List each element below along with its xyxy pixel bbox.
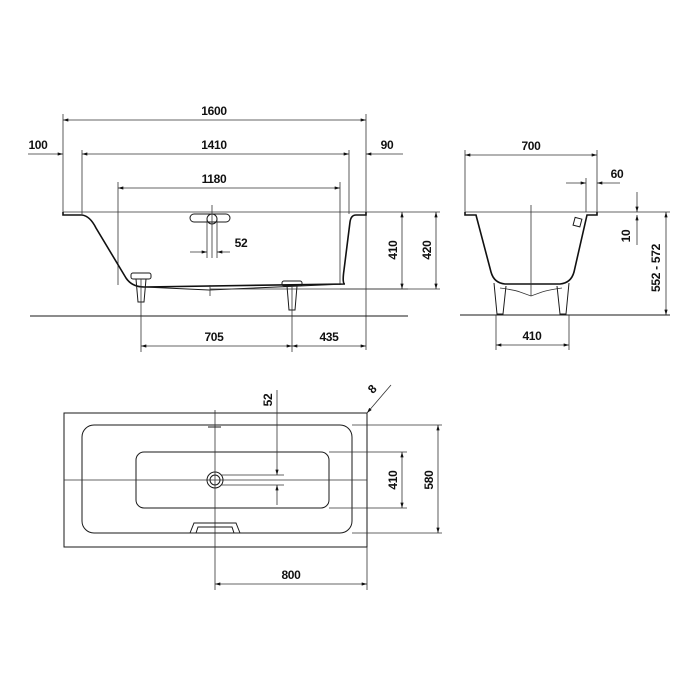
end-foot-right <box>556 282 570 315</box>
plan-view: 52 8 410 580 800 <box>63 382 442 590</box>
dim-right-rim: 90 <box>381 138 394 152</box>
dim-foot-to-end: 435 <box>319 330 339 344</box>
dim-rim-width: 60 <box>611 167 624 181</box>
grip-icon <box>189 522 241 534</box>
dim-bottom-length: 1180 <box>202 172 227 186</box>
dim-plan-inner-width: 410 <box>386 470 400 490</box>
foot-right <box>281 280 303 316</box>
dim-inner-depth: 410 <box>386 240 400 260</box>
dim-inner-top-length: 1410 <box>201 138 227 152</box>
dim-corner-radius: 8 <box>365 382 380 397</box>
tub-side-profile <box>62 212 367 288</box>
dim-rim-thickness: 10 <box>619 229 633 242</box>
dim-drain-to-end: 800 <box>281 568 301 582</box>
dim-plan-bowl-width: 580 <box>422 470 436 490</box>
dim-overall-length: 1600 <box>201 104 227 118</box>
tub-end-profile <box>464 212 598 285</box>
tub-rim-inner-outline <box>81 424 353 534</box>
end-view: 700 60 10 552 - 572 410 <box>460 139 670 350</box>
dim-plan-overflow-offset: 52 <box>261 393 275 406</box>
dim-overflow-offset: 52 <box>235 236 248 250</box>
dim-total-depth: 420 <box>420 240 434 260</box>
foot-left <box>130 272 152 316</box>
dim-foot-spacing: 705 <box>204 330 224 344</box>
dim-end-foot-spacing: 410 <box>522 329 542 343</box>
dim-left-rim: 100 <box>28 138 48 152</box>
end-foot-left <box>493 282 507 315</box>
dim-height-range: 552 - 572 <box>649 243 663 292</box>
drain-icon <box>206 471 224 489</box>
dim-end-overall-width: 700 <box>521 139 541 153</box>
side-view: 1600 100 1410 90 1180 52 <box>28 104 440 352</box>
